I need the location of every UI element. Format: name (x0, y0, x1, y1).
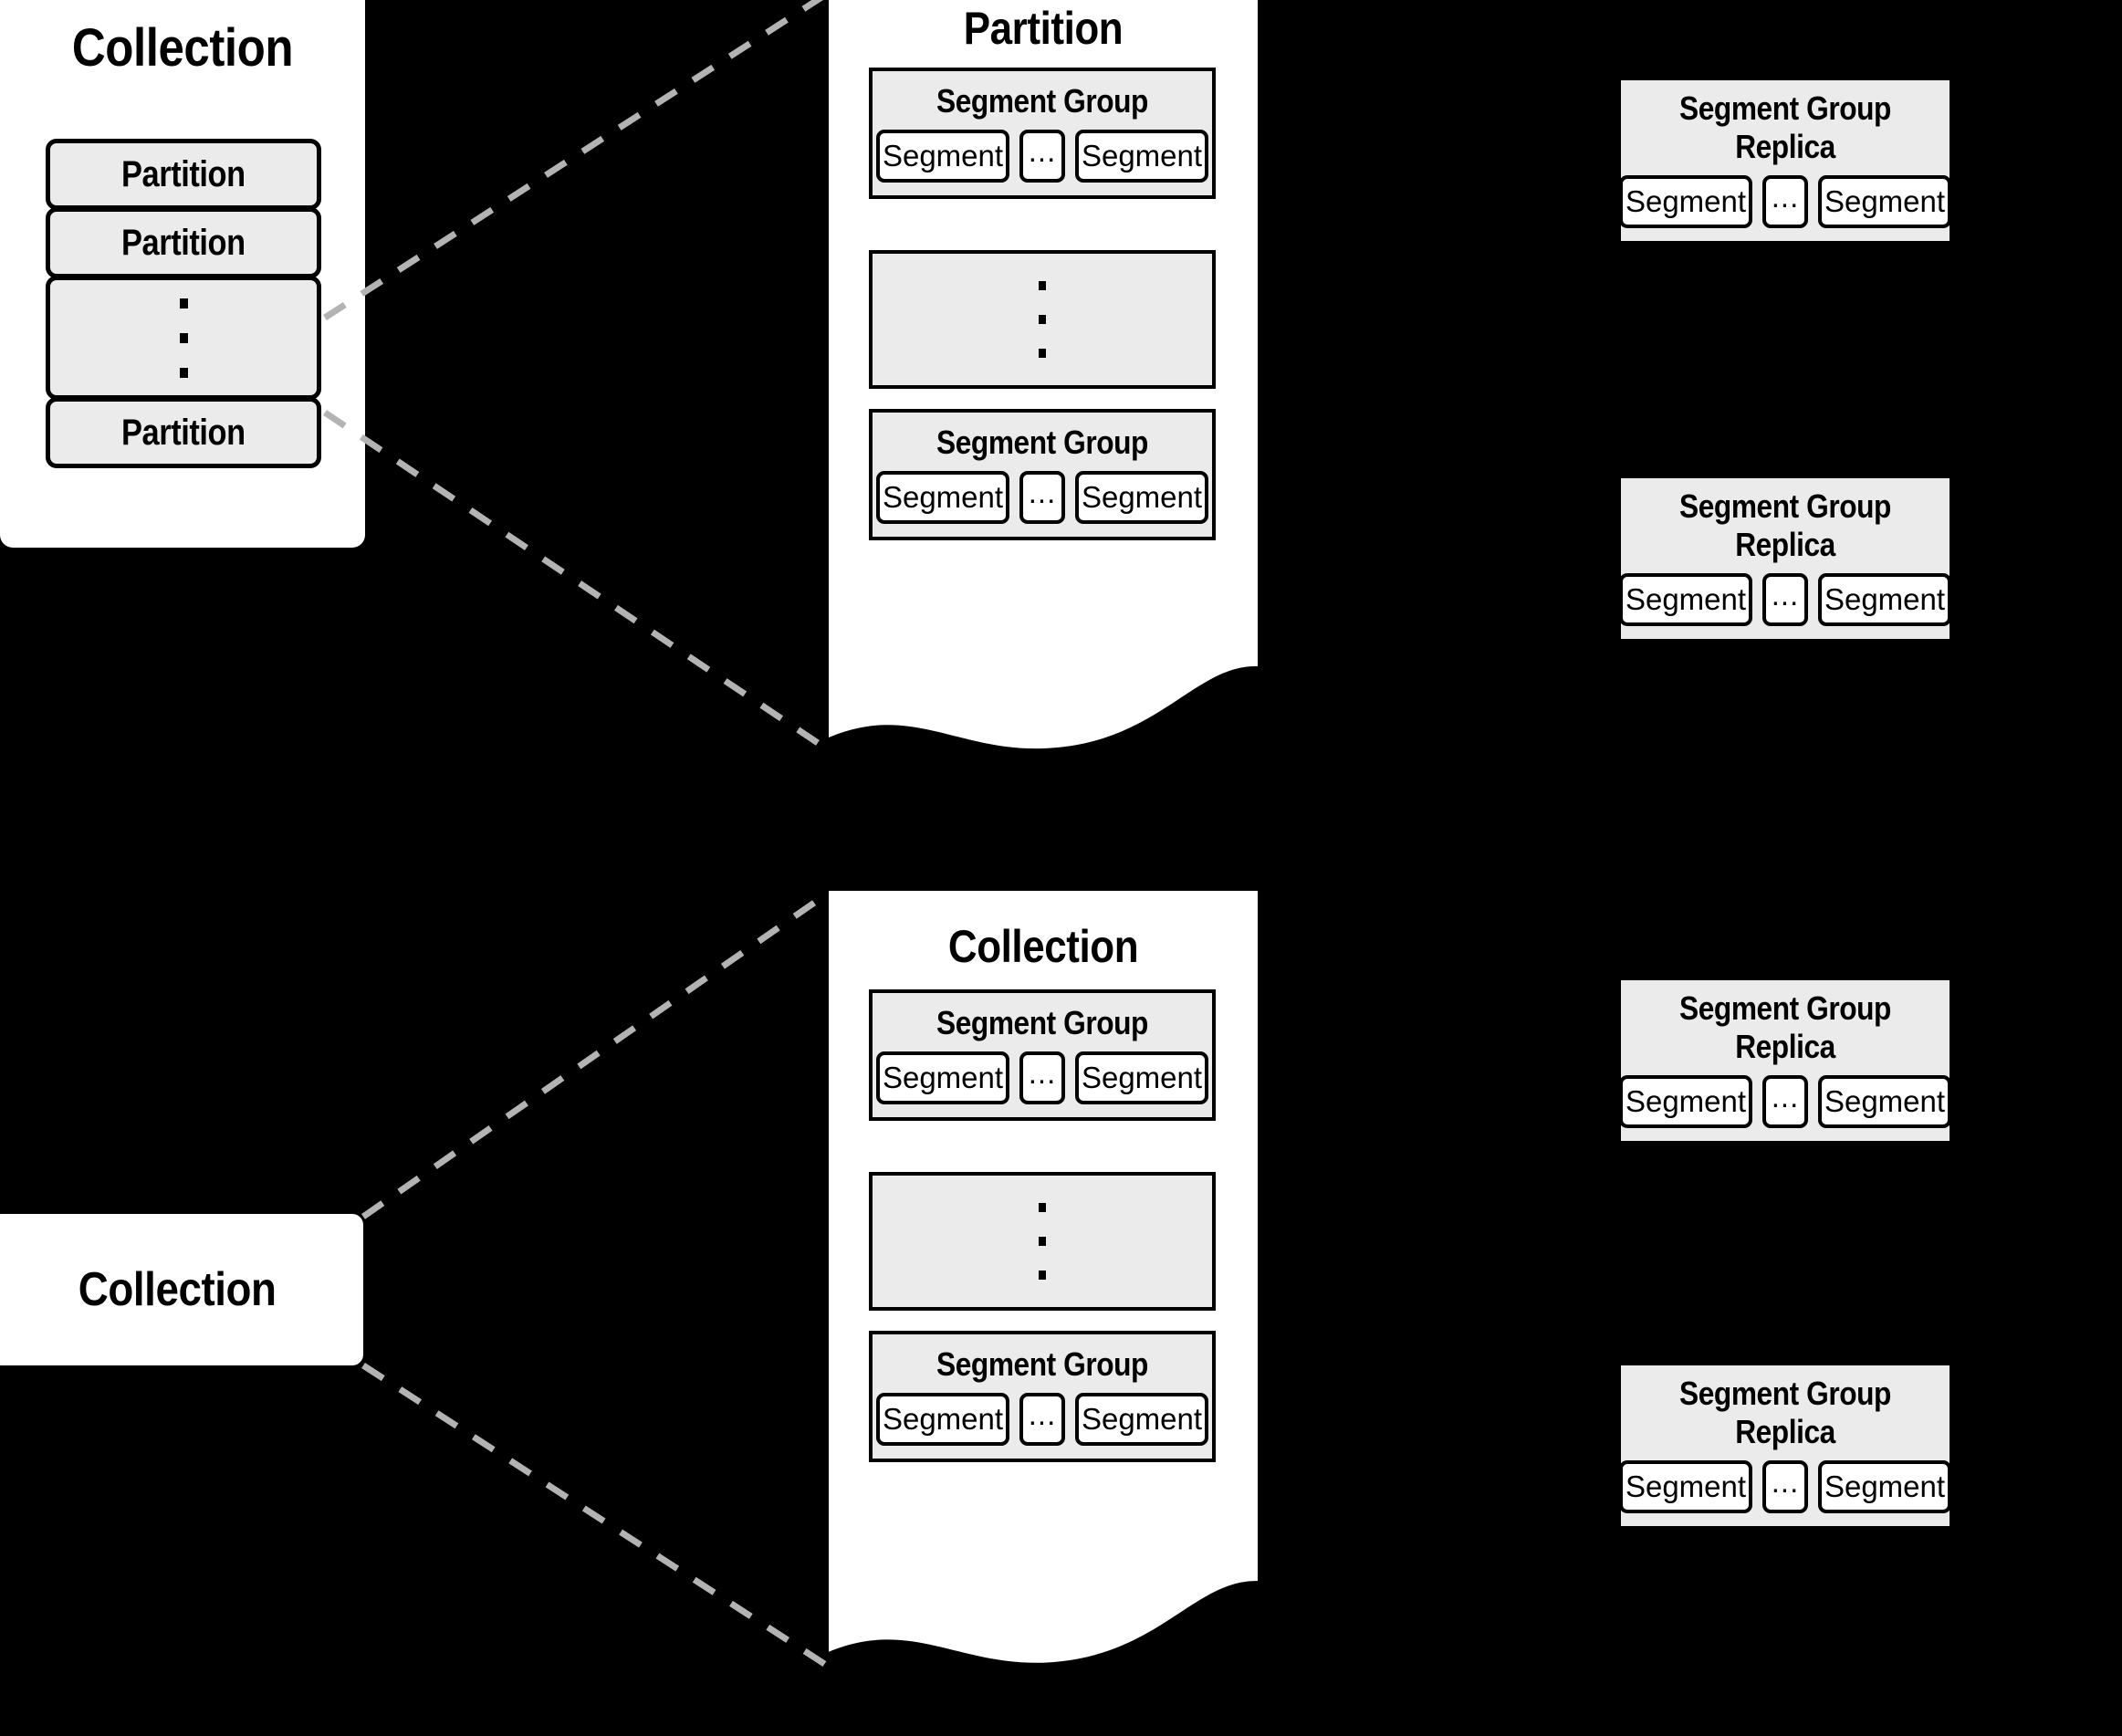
segment-row: Segment ... Segment (1619, 573, 1951, 626)
segment-row: Segment ... Segment (1619, 1460, 1951, 1513)
replica-title: Segment Group Replica (1679, 487, 1891, 563)
partition-panel-title: Partition (963, 3, 1124, 54)
connector-partition-to-panel-lower (323, 410, 831, 753)
segment-ellipsis-chip: ... (1762, 573, 1808, 626)
segment-group-ellipsis-box (869, 1172, 1216, 1311)
segment-chip[interactable]: Segment (1818, 573, 1951, 626)
segment-ellipsis-chip: ... (1762, 175, 1808, 228)
partition-box-2[interactable]: Partition (46, 207, 321, 278)
collection-top-title: Collection (71, 18, 294, 78)
segment-row: Segment ... Segment (873, 130, 1212, 183)
segment-ellipsis-chip: ... (1019, 471, 1065, 524)
partition-label: Partition (121, 222, 246, 263)
segment-chip[interactable]: Segment (1818, 1075, 1951, 1128)
segment-group-1: Segment Group Segment ... Segment (869, 68, 1216, 199)
segment-chip[interactable]: Segment (1619, 1460, 1752, 1513)
segment-group-replica-4: Segment Group Replica Segment ... Segmen… (1619, 1365, 1951, 1526)
segment-ellipsis-chip: ... (1762, 1460, 1808, 1513)
vertical-ellipsis-icon (1039, 1203, 1046, 1280)
replica-title: Segment Group Replica (1679, 989, 1891, 1065)
collection-card-bottom[interactable]: Collection (0, 1214, 363, 1365)
segment-chip[interactable]: Segment (1818, 1460, 1951, 1513)
collection-card-top: Collection Partition Partition Partition (0, 0, 365, 548)
segment-group-replica-1: Segment Group Replica Segment ... Segmen… (1619, 80, 1951, 241)
connector-partition-to-panel-upper (323, 0, 824, 320)
partition-list: Partition Partition Partition (46, 139, 321, 468)
collection-bottom-title: Collection (78, 1263, 277, 1316)
partition-box-1[interactable]: Partition (46, 139, 321, 210)
vertical-ellipsis-icon (1039, 281, 1046, 358)
connector-collection-to-panel-lower (361, 1363, 831, 1669)
segment-row: Segment ... Segment (1619, 1075, 1951, 1128)
segment-chip[interactable]: Segment (1075, 471, 1208, 524)
partition-box-n[interactable]: Partition (46, 397, 321, 468)
segment-row: Segment ... Segment (873, 1051, 1212, 1104)
segment-group-n: Segment Group Segment ... Segment (869, 409, 1216, 540)
segment-group-title: Segment Group (936, 1345, 1148, 1383)
segment-chip[interactable]: Segment (876, 1051, 1009, 1104)
segment-group-replica-3: Segment Group Replica Segment ... Segmen… (1619, 980, 1951, 1141)
segment-row: Segment ... Segment (873, 1393, 1212, 1446)
segment-group-title: Segment Group (936, 424, 1148, 461)
connector-collection-to-panel-upper (361, 890, 831, 1219)
segment-ellipsis-chip: ... (1019, 1051, 1065, 1104)
segment-group-replica-2: Segment Group Replica Segment ... Segmen… (1619, 478, 1951, 639)
segment-ellipsis-chip: ... (1762, 1075, 1808, 1128)
segment-chip[interactable]: Segment (876, 1393, 1009, 1446)
replica-title: Segment Group Replica (1679, 1375, 1891, 1450)
segment-chip[interactable]: Segment (1619, 1075, 1752, 1128)
segment-chip[interactable]: Segment (1619, 573, 1752, 626)
segment-row: Segment ... Segment (1619, 175, 1951, 228)
segment-ellipsis-chip: ... (1019, 1393, 1065, 1446)
replica-title: Segment Group Replica (1679, 89, 1891, 165)
segment-chip[interactable]: Segment (1075, 1051, 1208, 1104)
segment-group-title: Segment Group (936, 1004, 1148, 1041)
segment-group-n: Segment Group Segment ... Segment (869, 1331, 1216, 1462)
partition-label: Partition (121, 412, 246, 453)
segment-chip[interactable]: Segment (876, 130, 1009, 183)
partition-label: Partition (121, 153, 246, 194)
segment-row: Segment ... Segment (873, 471, 1212, 524)
segment-chip[interactable]: Segment (1075, 1393, 1208, 1446)
segment-ellipsis-chip: ... (1019, 130, 1065, 183)
segment-chip[interactable]: Segment (1818, 175, 1951, 228)
collection-panel-title: Collection (947, 921, 1139, 972)
segment-chip[interactable]: Segment (1619, 175, 1752, 228)
segment-group-ellipsis-box (869, 250, 1216, 389)
torn-wave-edge-icon (829, 1561, 1258, 1663)
segment-group-title: Segment Group (936, 82, 1148, 120)
segment-chip[interactable]: Segment (876, 471, 1009, 524)
segment-group-1: Segment Group Segment ... Segment (869, 989, 1216, 1121)
segment-chip[interactable]: Segment (1075, 130, 1208, 183)
vertical-ellipsis-icon (179, 298, 188, 378)
partition-ellipsis-box (46, 276, 321, 400)
torn-wave-edge-icon (829, 646, 1258, 749)
